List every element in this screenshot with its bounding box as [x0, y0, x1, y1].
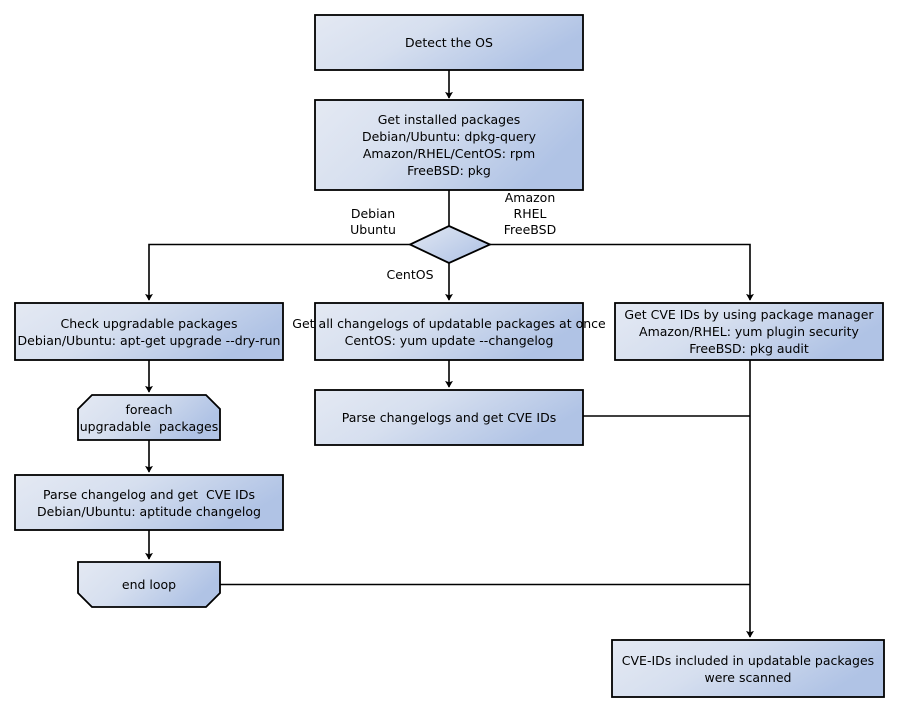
node-end-loop-shape — [77, 561, 221, 608]
node-get-installed-packages[interactable] — [315, 100, 583, 190]
node-parse-changelogs-center-shape — [314, 389, 584, 446]
node-detect-os[interactable] — [315, 15, 583, 70]
node-scan-complete-shape — [611, 639, 885, 698]
node-detect-os-shape — [314, 14, 584, 71]
node-foreach-loop-start[interactable] — [78, 395, 220, 440]
node-check-upgradable-shape — [14, 302, 284, 361]
node-os-decision-shape — [407, 225, 493, 264]
node-parse-changelog-left-shape — [14, 474, 284, 531]
edge-decision-to-check-upgradable — [145, 243, 410, 301]
node-get-installed-packages-shape — [314, 99, 584, 191]
edge-decision-to-cve-pkgmgr — [490, 243, 754, 301]
node-check-upgradable[interactable] — [15, 303, 283, 360]
node-end-loop[interactable] — [78, 562, 220, 607]
node-scan-complete[interactable] — [612, 640, 884, 697]
node-parse-changelog-left[interactable] — [15, 475, 283, 530]
node-parse-changelogs-center[interactable] — [315, 390, 583, 445]
node-get-cve-ids-pkgmgr-shape — [614, 302, 884, 361]
node-foreach-loop-start-shape — [77, 394, 221, 441]
node-get-all-changelogs[interactable] — [315, 303, 583, 360]
node-get-all-changelogs-shape — [314, 302, 584, 361]
node-get-cve-ids-pkgmgr[interactable] — [615, 303, 883, 360]
node-os-decision[interactable] — [410, 226, 490, 263]
